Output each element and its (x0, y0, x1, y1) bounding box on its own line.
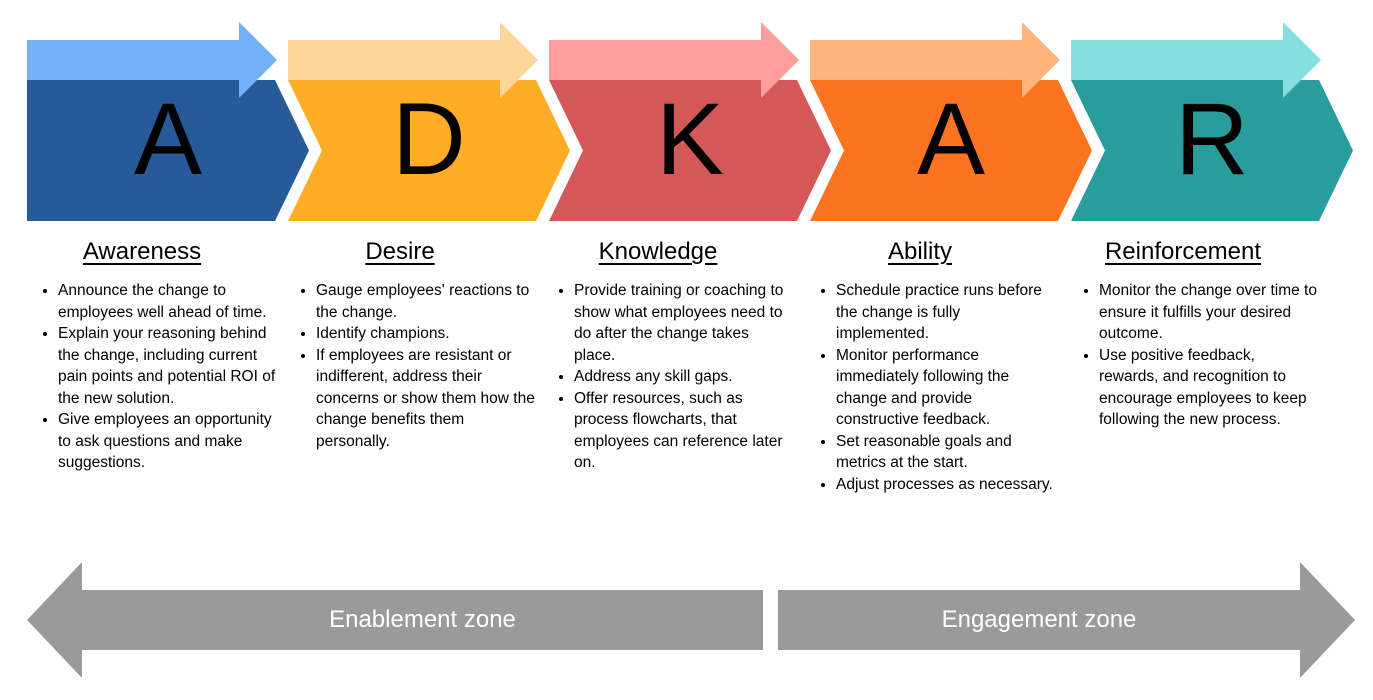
stage-title: Reinforcement (1104, 238, 1262, 265)
zone-label: Enablement zone (329, 606, 516, 633)
bullet-item: If employees are resistant or indifferen… (316, 345, 535, 453)
bullet-list: Gauge employees' reactions to the change… (290, 280, 535, 452)
stage-column-knowledge: Knowledge Provide training or coaching t… (548, 238, 793, 474)
stage-chevron-ability: A (810, 22, 1092, 221)
chevron-shape: D (288, 80, 570, 221)
chevron-shape: K (549, 80, 831, 221)
stage-column-reinforcement: Reinforcement Monitor the change over ti… (1073, 238, 1318, 431)
enablement-zone-arrow: Enablement zone (27, 562, 763, 678)
stage-title: Knowledge (598, 238, 718, 265)
bullet-item: Identify champions. (316, 323, 535, 345)
stage-chevron-desire: D (288, 22, 570, 221)
engagement-zone-arrow: Engagement zone (778, 562, 1355, 678)
stage-letter: A (133, 81, 203, 196)
chevron-shape: A (27, 80, 309, 221)
bullet-item: Gauge employees' reactions to the change… (316, 280, 535, 323)
stage-column-ability: Ability Schedule practice runs before th… (810, 238, 1055, 495)
bullet-item: Monitor the change over time to ensure i… (1099, 280, 1318, 345)
bullet-item: Adjust processes as necessary. (836, 474, 1055, 496)
stage-title: Desire (365, 238, 435, 265)
bullet-item: Explain your reasoning behind the change… (58, 323, 277, 409)
chevron-shape: A (810, 80, 1092, 221)
bullet-item: Set reasonable goals and metrics at the … (836, 431, 1055, 474)
bullet-item: Give employees an opportunity to ask que… (58, 409, 277, 474)
bullet-list: Provide training or coaching to show wha… (548, 280, 793, 474)
stage-letter: R (1175, 81, 1249, 196)
bullet-item: Offer resources, such as process flowcha… (574, 388, 793, 474)
chevron-shape: R (1071, 80, 1353, 221)
stage-chevron-reinforcement: R (1071, 22, 1353, 221)
zone-label: Engagement zone (941, 606, 1137, 633)
bullet-list: Monitor the change over time to ensure i… (1073, 280, 1318, 431)
bullet-item: Address any skill gaps. (574, 366, 793, 388)
stage-column-awareness: Awareness Announce the change to employe… (32, 238, 277, 474)
bullet-item: Announce the change to employees well ah… (58, 280, 277, 323)
bullet-item: Monitor performance immediately followin… (836, 345, 1055, 431)
stage-chevron-awareness: A (27, 22, 309, 221)
stage-letter: D (392, 81, 466, 196)
bullet-item: Schedule practice runs before the change… (836, 280, 1055, 345)
bullet-list: Schedule practice runs before the change… (810, 280, 1055, 495)
stage-title: Ability (887, 238, 953, 265)
bullet-item: Provide training or coaching to show wha… (574, 280, 793, 366)
stage-letter: A (916, 81, 986, 196)
bullet-list: Announce the change to employees well ah… (32, 280, 277, 474)
bullet-item: Use positive feedback, rewards, and reco… (1099, 345, 1318, 431)
stage-column-desire: Desire Gauge employees' reactions to the… (290, 238, 535, 452)
stage-chevron-knowledge: K (549, 22, 831, 221)
stage-title: Awareness (82, 238, 202, 265)
stage-letter: K (655, 81, 725, 196)
